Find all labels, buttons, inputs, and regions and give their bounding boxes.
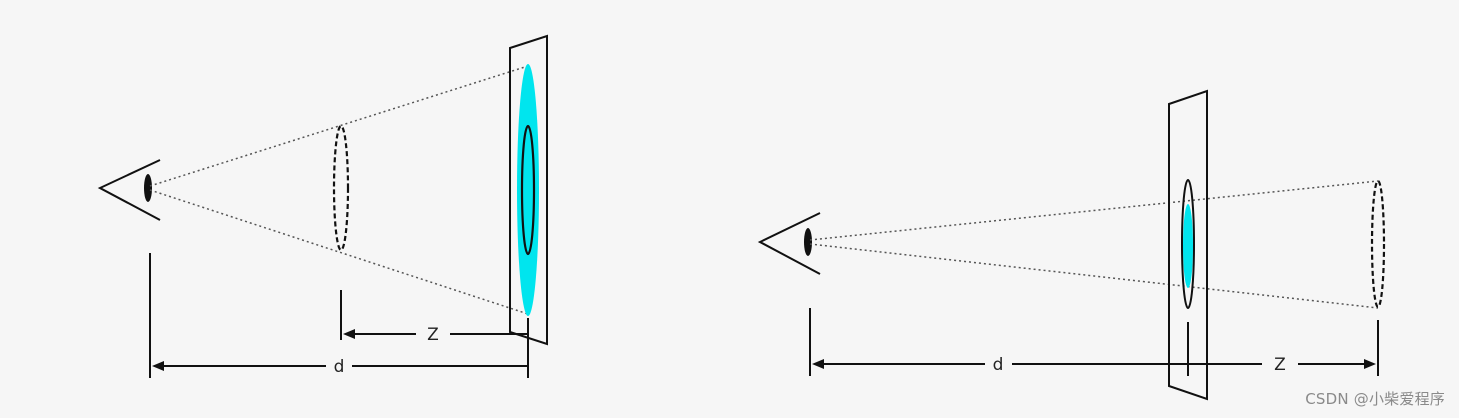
right-diagram: d Z xyxy=(757,89,1386,401)
virtual-object-ellipse xyxy=(332,124,350,252)
projected-image xyxy=(517,64,539,316)
object-outline xyxy=(520,124,536,256)
z-label: Z xyxy=(427,325,439,345)
left-diagram: Z d xyxy=(97,34,548,378)
eye-icon xyxy=(757,212,821,275)
z-label: Z xyxy=(1274,355,1286,375)
z-dimension: Z xyxy=(1188,355,1376,375)
projected-image xyxy=(1183,204,1193,288)
z-dimension: Z xyxy=(343,325,528,345)
d-dimension: d xyxy=(812,355,1188,375)
eye-icon xyxy=(97,159,161,221)
screen-plane xyxy=(1168,89,1208,401)
screen-plane xyxy=(509,34,548,346)
sight-line-top xyxy=(149,65,529,187)
virtual-object-ellipse xyxy=(1370,179,1386,309)
watermark-text: CSDN @小柴爱程序 xyxy=(1305,390,1445,408)
object-outline xyxy=(1181,179,1195,309)
sight-line-top xyxy=(809,180,1379,241)
sight-line-bottom xyxy=(809,243,1379,309)
d-label: d xyxy=(334,357,345,377)
sight-line-bottom xyxy=(149,189,529,315)
d-label: d xyxy=(993,355,1004,375)
d-dimension: d xyxy=(152,357,528,377)
